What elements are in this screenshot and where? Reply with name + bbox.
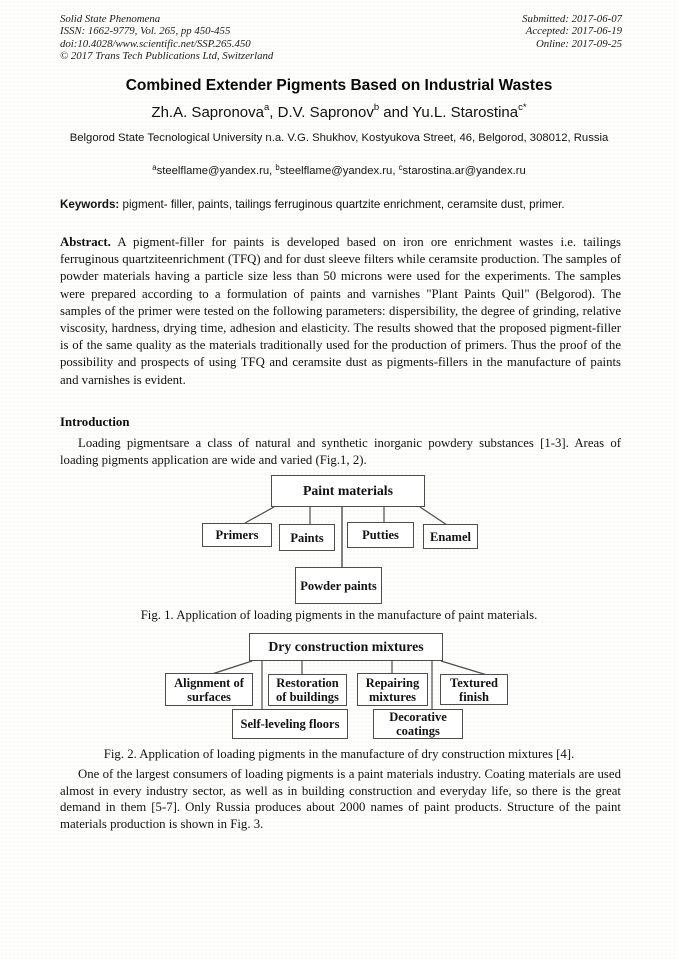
author-separator: , xyxy=(269,104,278,121)
submitted-date: Submitted: 2017-06-07 xyxy=(522,13,622,25)
email-separator: , xyxy=(269,165,276,177)
online-date: Online: 2017-09-25 xyxy=(535,37,622,50)
journal-header: Solid State Phenomena ISSN: 1662-9779, V… xyxy=(60,13,622,63)
journal-copyright: © 2017 Trans Tech Publications Ltd, Swit… xyxy=(60,50,274,63)
journal-header-left: Solid State Phenomena ISSN: 1662-9779, V… xyxy=(60,13,273,63)
journal-header-right: Submitted: 2017-06-07 Accepted: 2017-06-… xyxy=(522,13,622,63)
journal-issn-volume: ISSN: 1662-9779, Vol. 265, pp 450-455 xyxy=(60,25,231,38)
affiliation: Belgorod State Tecnological University n… xyxy=(69,132,609,144)
fig2-box-dry-construction-mixtures: Dry construction mixtures xyxy=(249,633,443,661)
abstract-text: A pigment-filler for paints is developed… xyxy=(60,235,621,387)
fig2-box-self-leveling-floors: Self-leveling floors xyxy=(232,709,348,739)
abstract-paragraph: Abstract. A pigment-filler for paints is… xyxy=(60,234,621,389)
fig2-box-textured-finish: Textured finish xyxy=(440,674,508,705)
email-address: steelflame@yandex.ru xyxy=(279,165,393,177)
email-separator: , xyxy=(392,165,399,177)
author-superscript: a xyxy=(264,102,270,113)
email-superscript: a xyxy=(152,163,157,172)
fig1-box-powder-paints: Powder paints xyxy=(295,567,382,604)
fig2-box-repairing-mixtures: Repairing mixtures xyxy=(357,673,428,706)
introduction-heading: Introduction xyxy=(60,415,130,429)
author-name: D.V. Sapronov xyxy=(277,104,374,121)
journal-doi: doi:10.4028/www.scientific.net/SSP.265.4… xyxy=(60,37,251,50)
fig1-box-putties: Putties xyxy=(347,522,414,548)
introduction-paragraph: Loading pigmentsare a class of natural a… xyxy=(60,436,621,467)
email-superscript: c xyxy=(398,163,403,172)
authors-line: Zh.A. Sapronovaa, D.V. Sapronovb and Yu.… xyxy=(0,103,678,123)
accepted-date: Accepted: 2017-06-19 xyxy=(525,25,622,38)
author-superscript: c* xyxy=(518,102,527,113)
fig2-box-alignment-of-surfaces: Alignment of surfaces xyxy=(165,673,253,706)
fig1-box-primers: Primers xyxy=(202,523,272,547)
email-superscript: b xyxy=(275,163,280,172)
body-paragraph: One of the largest consumers of loading … xyxy=(60,767,621,831)
abstract-label: Abstract. xyxy=(60,235,111,249)
keywords-text: pigment- filler, paints, tailings ferrug… xyxy=(119,198,565,211)
emails-line: asteelflame@yandex.ru, bsteelflame@yande… xyxy=(0,164,678,179)
keywords-line: Keywords: pigment- filler, paints, taili… xyxy=(60,197,622,212)
fig1-box-paints: Paints xyxy=(279,524,335,551)
fig1-box-enamel: Enamel xyxy=(423,524,478,549)
fig2-box-decorative-coatings: Decorative coatings xyxy=(373,709,463,739)
keywords-label: Keywords: xyxy=(60,198,120,211)
paper-title: Combined Extender Pigments Based on Indu… xyxy=(125,77,553,94)
journal-name: Solid State Phenomena xyxy=(60,13,161,25)
email-address: steelflame@yandex.ru xyxy=(156,165,270,177)
fig1-box-paint-materials: Paint materials xyxy=(271,475,425,507)
author-superscript: b xyxy=(373,102,380,113)
email-address: starostina.ar@yandex.ru xyxy=(402,165,526,177)
fig2-box-restoration-of-buildings: Restoration of buildings xyxy=(268,674,347,706)
author-separator: and xyxy=(379,104,413,121)
author-name: Zh.A. Sapronova xyxy=(151,104,264,121)
author-name: Yu.L. Starostina xyxy=(412,104,519,121)
fig1-caption: Fig. 1. Application of loading pigments … xyxy=(140,608,538,622)
fig2-caption: Fig. 2. Application of loading pigments … xyxy=(103,747,575,761)
